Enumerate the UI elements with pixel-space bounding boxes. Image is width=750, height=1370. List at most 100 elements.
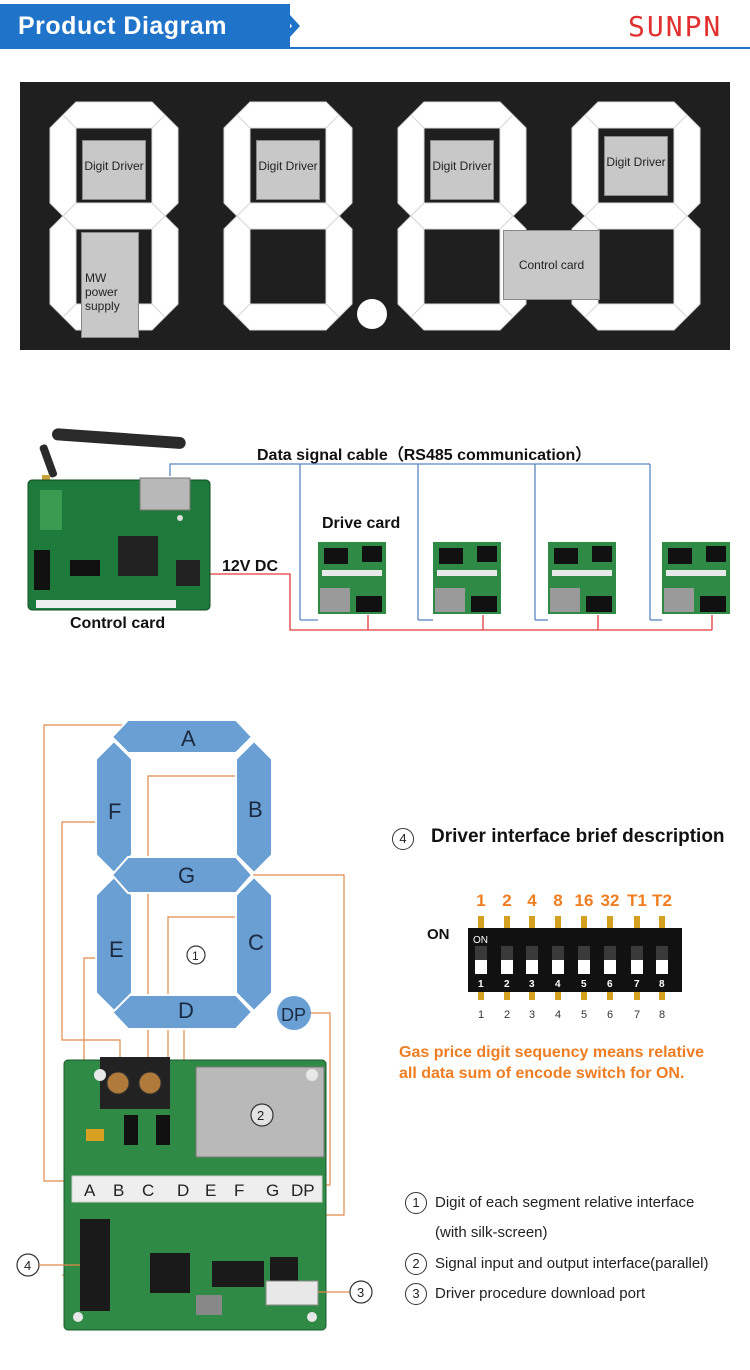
- digit-2-segment-b: [325, 114, 353, 217]
- dip-switch-4[interactable]: 4: [555, 979, 561, 990]
- callout-3: 3: [357, 1285, 364, 1300]
- dip-weight-7: T1: [627, 891, 647, 910]
- dip-number-7: 7: [633, 1009, 641, 1021]
- drive-card-3: [548, 542, 616, 614]
- dip-switch-body-number: 5: [581, 979, 587, 990]
- wiring-diagram: [27, 428, 730, 631]
- dip-switch-body-number: 6: [607, 979, 613, 990]
- control-card-board: [27, 477, 211, 611]
- dip-switch-part: [578, 960, 590, 974]
- digit-1-segment-g: [62, 202, 166, 230]
- segment-label-c: C: [248, 930, 264, 955]
- dip-heading-number: 4: [392, 828, 414, 850]
- digit-4-segment-a: [584, 101, 688, 129]
- callout-2: 2: [257, 1108, 264, 1123]
- drive-cards: [318, 542, 730, 614]
- dip-switch-8[interactable]: 8: [659, 979, 665, 990]
- note-text-2: Signal input and output interface(parall…: [435, 1255, 709, 1272]
- dip-switch-part: [604, 960, 616, 974]
- dip-number-8: 8: [658, 1009, 666, 1021]
- dip-note-line2: all data sum of encode switch for ON.: [399, 1065, 685, 1082]
- dip-switch-part: [529, 916, 535, 928]
- segment-label-d: D: [178, 998, 194, 1023]
- digit-driver-box: Digit Driver: [604, 136, 668, 196]
- note-text-1b: (with silk-screen): [435, 1224, 548, 1241]
- callout-1-circle: [186, 945, 206, 965]
- header-title-band: [0, 4, 290, 48]
- digit-3-segment-e: [397, 215, 425, 318]
- control-card-panel-label: Control card: [518, 258, 585, 272]
- callout-1: 1: [192, 949, 199, 963]
- dip-number-5: 5: [580, 1009, 588, 1021]
- dip-switch-part: [478, 992, 484, 1000]
- dip-on-label: ON: [427, 926, 450, 943]
- digit-2-segment-d: [236, 303, 340, 331]
- segment-e: [95, 875, 133, 1013]
- dip-switch-part: [504, 992, 510, 1000]
- dip-weight-3: 4: [527, 891, 537, 910]
- digit-4-segment-d: [584, 303, 688, 331]
- silkscreen-label-f: F: [234, 1181, 244, 1200]
- digit-driver-label: Digit Driver: [258, 159, 318, 173]
- power-supply-label: MW power supply: [85, 271, 120, 313]
- silkscreen-label-e: E: [205, 1181, 216, 1200]
- dip-switch-body-number: 4: [555, 979, 561, 990]
- callout-3-circle: [349, 1280, 373, 1304]
- segment-label-e: E: [109, 937, 124, 962]
- dip-switch-5[interactable]: 5: [581, 979, 587, 990]
- control-card-box: Control card: [503, 230, 600, 300]
- silkscreen-label-d: D: [177, 1181, 189, 1200]
- dip-switch-part: [634, 992, 640, 1000]
- digit-3-segment-b: [499, 114, 527, 217]
- dip-switch-6[interactable]: 6: [607, 979, 613, 990]
- digit-driver-label: Digit Driver: [606, 155, 666, 169]
- dip-number-4: 4: [554, 1009, 562, 1021]
- dip-switch-1[interactable]: 1: [478, 979, 484, 990]
- dip-switch-7[interactable]: 7: [634, 979, 640, 990]
- power-label: 12V DC: [222, 558, 279, 575]
- dip-switch-body: [468, 928, 682, 992]
- dip-switch-part: [581, 992, 587, 1000]
- digit-1-segment-f: [49, 114, 77, 217]
- dip-switch-part: [631, 960, 643, 974]
- dip-number-3: 3: [528, 1009, 536, 1021]
- segment-label-a: A: [181, 726, 196, 751]
- dip-number-2: 2: [503, 1009, 511, 1021]
- segment-diagram: A B C D E F G DP 1 A B C D E F G DP: [16, 719, 373, 1331]
- segment-d: [110, 994, 254, 1030]
- dip-switch-body-number: 1: [478, 979, 484, 990]
- callout-2-circle: [250, 1103, 274, 1127]
- dip-switch-2[interactable]: 2: [504, 979, 510, 990]
- dip-note-line1: Gas price digit sequency means relative: [399, 1044, 705, 1061]
- silkscreen-label-dp: DP: [291, 1181, 315, 1200]
- dip-switch-part: [634, 916, 640, 928]
- dip-switch-part: [581, 916, 587, 928]
- drive-card-4: [662, 542, 730, 614]
- dip-switch-part: [504, 916, 510, 928]
- dip-weight-6: 32: [600, 891, 620, 910]
- driver-pcb: [63, 1057, 327, 1331]
- dip-switch-part: [526, 960, 538, 974]
- dip-switch-body-number: 7: [634, 979, 640, 990]
- dip-switch-body-number: 8: [659, 979, 665, 990]
- big-seven-segment: [95, 719, 273, 1030]
- segment-label-g: G: [178, 863, 195, 888]
- segment-a: [110, 719, 254, 754]
- power-cable-lines: [205, 573, 713, 631]
- data-cable-lines: [169, 463, 662, 621]
- note-number-1: 1: [405, 1192, 427, 1214]
- silkscreen-label-a: A: [84, 1181, 96, 1200]
- decimal-point: [357, 299, 387, 329]
- digit-driver-label: Digit Driver: [432, 159, 492, 173]
- dip-switch-3[interactable]: 3: [529, 979, 535, 990]
- callout-4: 4: [24, 1258, 31, 1273]
- dip-switch-part: [552, 960, 564, 974]
- dip-switch-part: [555, 992, 561, 1000]
- digit-driver-box: Digit Driver: [430, 140, 494, 200]
- dip-switch-body-number: 3: [529, 979, 535, 990]
- dip-weight-1: 1: [476, 891, 486, 910]
- segment-c: [235, 875, 273, 1013]
- silkscreen-label-c: C: [142, 1181, 154, 1200]
- dip-switch-part: [478, 916, 484, 928]
